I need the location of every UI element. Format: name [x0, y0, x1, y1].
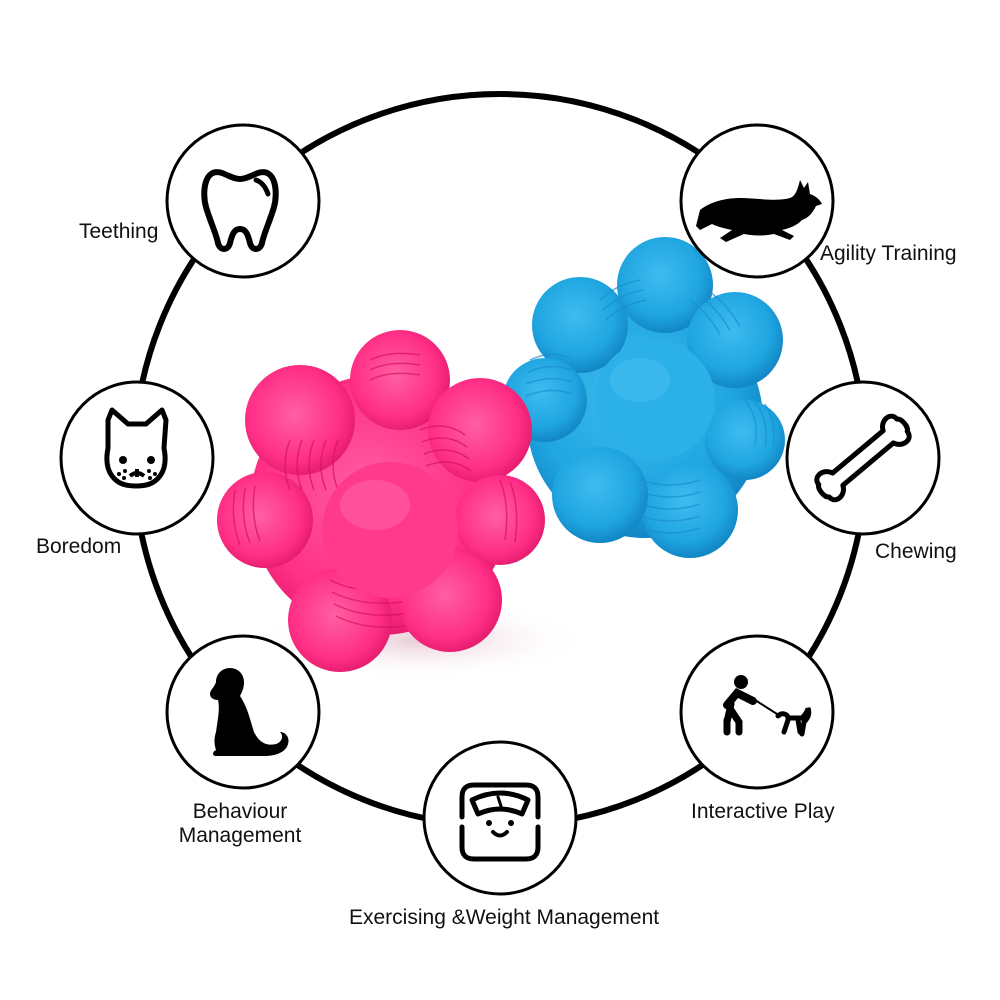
benefit-label-chewing: Chewing — [875, 540, 957, 563]
benefit-label-interactive: Interactive Play — [691, 800, 835, 823]
tooth-icon — [201, 169, 279, 252]
behaviour-line-1: Behaviour — [192, 800, 288, 823]
benefit-label-teething: Teething — [79, 220, 159, 243]
sitting-dog-icon — [210, 668, 289, 756]
bone-icon — [814, 413, 912, 503]
exercise-circle — [422, 740, 578, 896]
person-playing-with-dog-icon — [723, 675, 812, 737]
interactive-circle — [679, 634, 835, 790]
teething-circle — [165, 123, 321, 279]
boredom-circle — [59, 380, 215, 536]
weight-scale-icon — [459, 782, 541, 862]
blue-reaction-ball — [503, 237, 785, 558]
pink-reaction-ball — [217, 330, 545, 672]
behaviour-line-2: Management — [178, 824, 302, 848]
benefit-label-boredom: Boredom — [36, 535, 122, 558]
chewing-circle — [785, 380, 941, 536]
benefit-label-exercise: Exercising &Weight Management — [349, 906, 660, 929]
benefit-label-agility: Agility Training — [820, 242, 957, 265]
dog-face-icon — [104, 407, 169, 489]
benefit-label-behaviour: Behaviour Management — [160, 800, 320, 848]
running-dog-icon — [696, 180, 822, 242]
